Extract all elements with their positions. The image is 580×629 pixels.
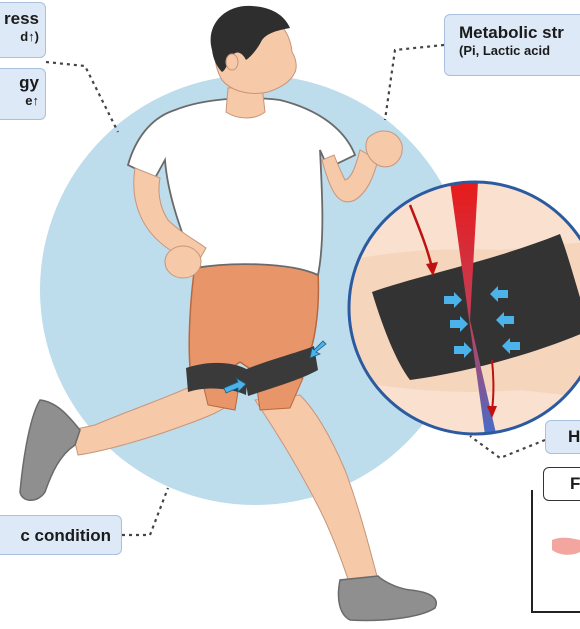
metabolic-stress-label-box: Metabolic str (Pi, Lactic acid	[444, 14, 580, 76]
h-title: H	[568, 427, 580, 447]
f-label-box: F	[543, 467, 580, 501]
connector-metabolic	[385, 45, 444, 120]
h-label-box: H	[545, 420, 580, 454]
connector-h	[470, 436, 545, 458]
stress-label-box: ress d↑)	[0, 2, 46, 58]
energy-subtitle: e↑	[0, 93, 39, 109]
metabolic-subtitle: (Pi, Lactic acid	[459, 43, 580, 59]
stress-title: ress	[0, 9, 39, 29]
connector-stress	[46, 62, 118, 132]
energy-title: gy	[0, 73, 39, 93]
ear	[226, 54, 238, 70]
back-shoe	[20, 400, 80, 500]
back-hand	[165, 246, 201, 278]
condition-label-box: c condition	[0, 515, 122, 555]
bottom-right-panel	[532, 490, 580, 612]
connector-condition	[122, 488, 168, 535]
condition-title: c condition	[0, 526, 111, 546]
front-shoe	[338, 576, 436, 621]
metabolic-title: Metabolic str	[459, 23, 580, 43]
energy-label-box: gy e↑	[0, 68, 46, 120]
f-title: F	[570, 474, 580, 494]
stress-subtitle: d↑)	[0, 29, 39, 45]
